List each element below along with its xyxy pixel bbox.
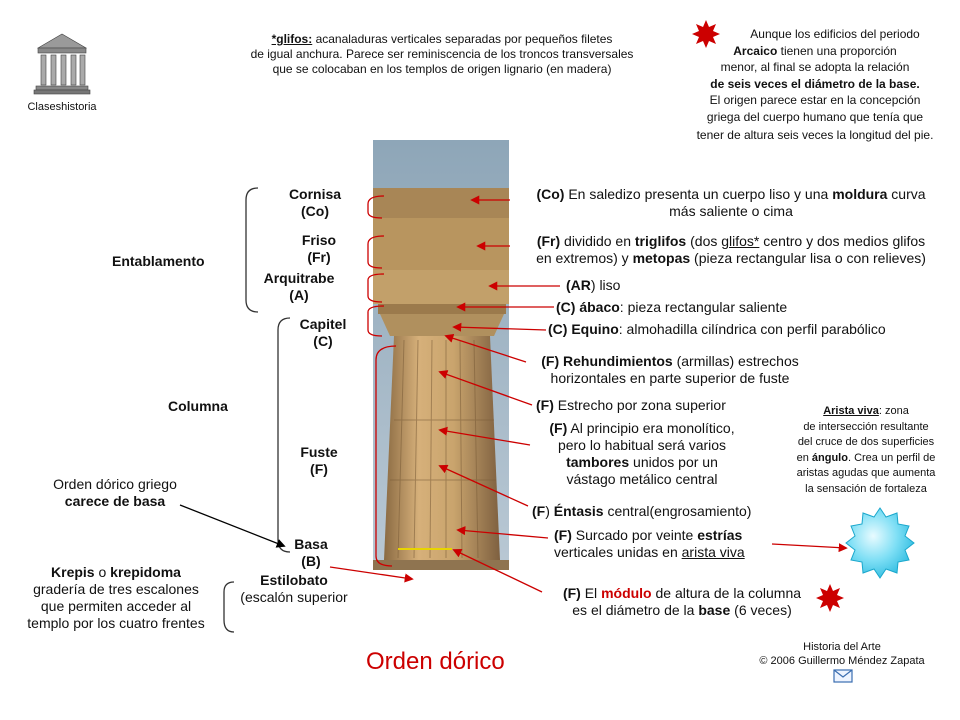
proportion-line5: El origen parece estar en la concepción bbox=[709, 93, 921, 107]
credits-line2: © 2006 Guillermo Méndez Zapata bbox=[759, 655, 925, 667]
star-icon-top bbox=[692, 20, 720, 48]
proportion-line7: tener de altura seis veces la longitud d… bbox=[696, 128, 934, 142]
label-fuste: Fuste(F) bbox=[300, 444, 338, 477]
label-capitel: Capitel(C) bbox=[299, 316, 347, 349]
desc-rehundimientos: (F) Rehundimientos (armillas) estrechos … bbox=[541, 353, 799, 386]
proportion-note: Aunque los edificios del periodo Arcaico… bbox=[680, 26, 950, 144]
glifos-line3: que se colocaban en los templos de orige… bbox=[272, 62, 612, 76]
label-friso: Friso(Fr) bbox=[301, 232, 337, 265]
label-basa: Basa(B) bbox=[294, 536, 328, 569]
desc-monolitico: (F) Al principio era monolítico, pero lo… bbox=[549, 420, 735, 487]
doric-column-photo bbox=[373, 140, 509, 570]
desc-surcado: (F) Surcado por veinte estrías verticale… bbox=[554, 527, 745, 560]
desc-abaco: (C) ábaco: pieza rectangular saliente bbox=[556, 299, 788, 315]
red-star-icons bbox=[692, 20, 844, 612]
glifos-line2: de igual anchura. Parece ser reminiscenc… bbox=[250, 47, 634, 61]
desc-cornisa: (Co) En saledizo presenta un cuerpo liso… bbox=[536, 186, 926, 219]
credits-line1: Historia del Arte bbox=[803, 641, 881, 653]
group-entablamento: Entablamento bbox=[112, 253, 205, 269]
note-orden-griego: Orden dórico griego carece de basa bbox=[53, 476, 177, 509]
star-icon-modulo bbox=[816, 584, 844, 612]
group-columna: Columna bbox=[168, 398, 228, 414]
proportion-line1: Aunque los edificios del periodo bbox=[750, 27, 920, 41]
label-cornisa: Cornisa(Co) bbox=[288, 186, 342, 219]
proportion-arcaico: Arcaico bbox=[733, 43, 778, 58]
proportion-line3: menor, al final se adopta la relación bbox=[720, 60, 910, 74]
arista-term: Arista viva bbox=[823, 405, 879, 417]
glifos-line1: acanaladuras verticales separadas por pe… bbox=[312, 32, 613, 46]
note-krepis: Krepis o krepidoma gradería de tres esca… bbox=[27, 564, 205, 631]
pointer-arrows bbox=[329, 195, 848, 593]
desc-equino: (C) Equino: almohadilla cilíndrica con p… bbox=[548, 321, 886, 337]
greek-temple-icon bbox=[33, 33, 91, 95]
basa-arrow bbox=[179, 504, 286, 548]
desc-arquitrabe: (AR) liso bbox=[566, 277, 621, 293]
proportion-line2: tienen una proporción bbox=[777, 43, 897, 58]
logo-label[interactable]: Claseshistoria bbox=[27, 101, 97, 113]
desc-friso: (Fr) dividido en triglifos (dos glifos* … bbox=[536, 233, 926, 266]
glifos-term: *glifos: bbox=[271, 32, 313, 46]
red-brackets bbox=[367, 195, 397, 567]
mail-icon[interactable] bbox=[833, 669, 853, 683]
desc-entasis: (F) Éntasis central(engrosamiento) bbox=[532, 503, 752, 519]
glifos-note: *glifos: acanaladuras verticales separad… bbox=[212, 32, 672, 77]
group-braces bbox=[223, 187, 291, 633]
credits: Historia del Arte © 2006 Guillermo Ménde… bbox=[742, 640, 942, 668]
arista-viva-ball-icon bbox=[845, 507, 915, 579]
label-arquitrabe: Arquitrabe(A) bbox=[263, 270, 335, 303]
proportion-line6: griega del cuerpo humano que tenía que bbox=[706, 109, 924, 124]
desc-modulo: (F) El módulo de altura de la columna es… bbox=[562, 585, 802, 618]
arista-viva-note: Arista viva: zona de intersección result… bbox=[796, 405, 936, 495]
page-title: Orden dórico bbox=[366, 648, 505, 675]
desc-estrecho: (F) Estrecho por zona superior bbox=[536, 397, 726, 413]
proportion-line4: de seis veces el diámetro de la base. bbox=[710, 76, 920, 91]
label-estilobato: Estilobato(escalón superior bbox=[240, 572, 348, 605]
